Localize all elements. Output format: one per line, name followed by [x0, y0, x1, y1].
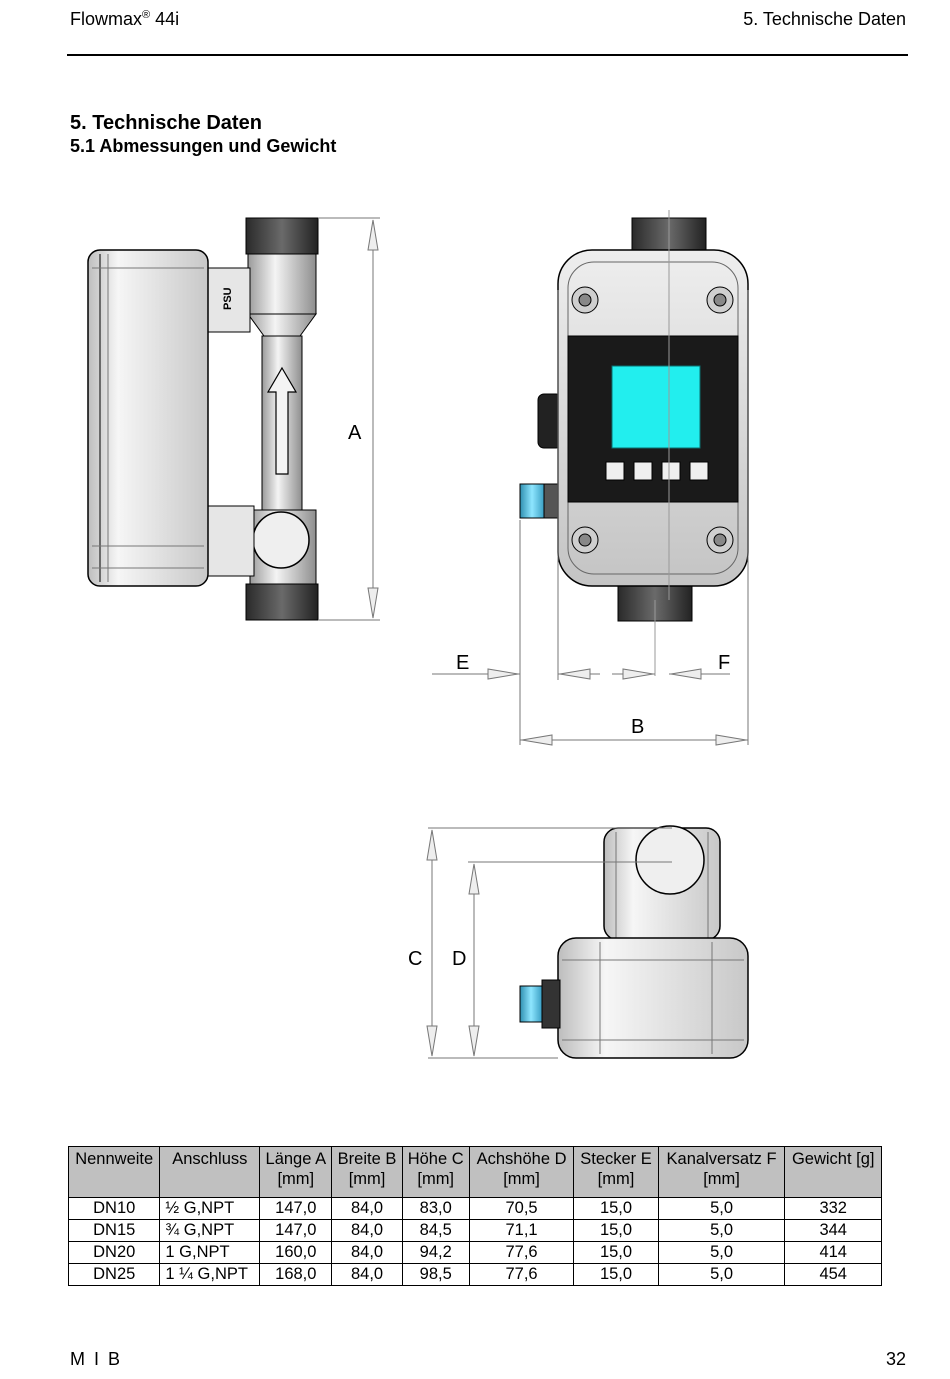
footer-company: M I B	[70, 1349, 123, 1369]
table-cell: 15,0	[573, 1263, 659, 1286]
table-cell: 5,0	[657, 1197, 786, 1220]
side-pipe-taper	[247, 313, 317, 337]
product-model: 44i	[155, 9, 180, 29]
side-bracket-top	[205, 267, 251, 333]
table-cell: 94,2	[401, 1241, 470, 1264]
table-cell: 77,6	[468, 1241, 575, 1264]
table-cell: 15,0	[573, 1197, 659, 1220]
table-cell: 5,0	[657, 1241, 786, 1264]
col-breite-b: Breite B[mm]	[331, 1146, 403, 1198]
table-cell: ¾ G,NPT	[159, 1219, 261, 1242]
section-heading: 5. Technische Daten	[70, 112, 262, 134]
front-view: E F B	[432, 210, 749, 746]
table-cell: DN10	[67, 1197, 161, 1220]
table-cell: 5,0	[657, 1263, 786, 1286]
dim-label-a: A	[348, 422, 362, 444]
side-pipe-tube	[261, 335, 303, 513]
col-nennweite: Nennweite	[67, 1146, 161, 1198]
table-cell: 77,6	[468, 1263, 575, 1286]
dim-label-c: C	[408, 948, 422, 970]
product-name: Flowmax	[70, 9, 143, 29]
col-laenge-a: Länge A[mm]	[259, 1146, 333, 1198]
table-cell: 454	[784, 1263, 882, 1286]
table-row: DN25 1 ¼ G,NPT 168,0 84,0 98,5 77,6 15,0…	[67, 1263, 882, 1286]
header-product: Flowmax® 44i	[70, 9, 179, 30]
table-row: DN10 ½ G,NPT 147,0 84,0 83,0 70,5 15,0 5…	[67, 1197, 882, 1220]
table-row: DN15 ¾ G,NPT 147,0 84,0 84,5 71,1 15,0 5…	[67, 1219, 882, 1242]
top-view: C D	[408, 825, 749, 1059]
side-housing	[87, 249, 209, 587]
technical-drawing: PSU A	[87, 210, 749, 1059]
table-cell: 414	[784, 1241, 882, 1264]
side-pipe-upper	[247, 253, 317, 315]
dim-label-f: F	[718, 652, 730, 674]
col-gewicht: Gewicht [g]	[784, 1146, 882, 1198]
screw-icons	[571, 286, 734, 554]
col-hoehe-c: Höhe C[mm]	[401, 1146, 470, 1198]
key-2	[633, 461, 653, 481]
dim-label-b: B	[631, 716, 644, 738]
side-view: PSU A	[87, 217, 380, 621]
table-cell: 83,0	[401, 1197, 470, 1220]
side-pipe-hole	[252, 511, 310, 569]
table-cell: 84,0	[331, 1197, 403, 1220]
table-cell: 168,0	[259, 1263, 333, 1286]
table-cell: 71,1	[468, 1219, 575, 1242]
page-number: 32	[885, 1349, 906, 1369]
key-1	[605, 461, 625, 481]
col-achshoehe-d: Achshöhe D[mm]	[468, 1146, 575, 1198]
side-bracket-bottom	[205, 505, 255, 577]
pipe-marking: PSU	[222, 287, 234, 310]
registered-mark: ®	[142, 9, 151, 21]
table-cell: DN15	[67, 1219, 161, 1242]
table-cell: 1 ¼ G,NPT	[159, 1263, 261, 1286]
table-cell: 98,5	[401, 1263, 470, 1286]
table-cell: DN25	[67, 1263, 161, 1286]
col-stecker-e: Stecker E[mm]	[573, 1146, 659, 1198]
table-cell: 5,0	[657, 1219, 786, 1242]
table-cell: 84,0	[331, 1263, 403, 1286]
dimensions-table: Nennweite Anschluss Länge A[mm] Breite B…	[67, 1146, 882, 1286]
table-cell: 15,0	[573, 1219, 659, 1242]
table-header-row: Nennweite Anschluss Länge A[mm] Breite B…	[67, 1146, 882, 1198]
flow-arrow-icon	[266, 366, 298, 475]
top-connector-nut	[519, 985, 543, 1023]
key-3	[661, 461, 681, 481]
table-cell: 15,0	[573, 1241, 659, 1264]
table-cell: 1 G,NPT	[159, 1241, 261, 1264]
dim-label-e: E	[456, 652, 469, 674]
table-cell: 84,0	[331, 1241, 403, 1264]
col-anschluss: Anschluss	[159, 1146, 261, 1198]
table-cell: DN20	[67, 1241, 161, 1264]
header-rule	[67, 54, 908, 56]
table-row: DN20 1 G,NPT 160,0 84,0 94,2 77,6 15,0 5…	[67, 1241, 882, 1264]
connector-nut	[519, 483, 545, 519]
col-kanalversatz-f: Kanalversatz F[mm]	[657, 1146, 786, 1198]
side-thread-bottom	[245, 583, 319, 621]
table-cell: 147,0	[259, 1197, 333, 1220]
table-cell: 84,0	[331, 1219, 403, 1242]
table-cell: 147,0	[259, 1219, 333, 1242]
table-cell: 332	[784, 1197, 882, 1220]
header-section: 5. Technische Daten	[743, 9, 906, 29]
display-screen	[611, 365, 701, 449]
table-cell: 84,5	[401, 1219, 470, 1242]
table-cell: 344	[784, 1219, 882, 1242]
subsection-heading: 5.1 Abmessungen und Gewicht	[70, 136, 337, 156]
key-4	[689, 461, 709, 481]
table-cell: ½ G,NPT	[159, 1197, 261, 1220]
table-cell: 70,5	[468, 1197, 575, 1220]
top-pipe-bore	[635, 825, 705, 895]
side-thread-top	[245, 217, 319, 255]
dim-label-d: D	[452, 948, 466, 970]
table-cell: 160,0	[259, 1241, 333, 1264]
